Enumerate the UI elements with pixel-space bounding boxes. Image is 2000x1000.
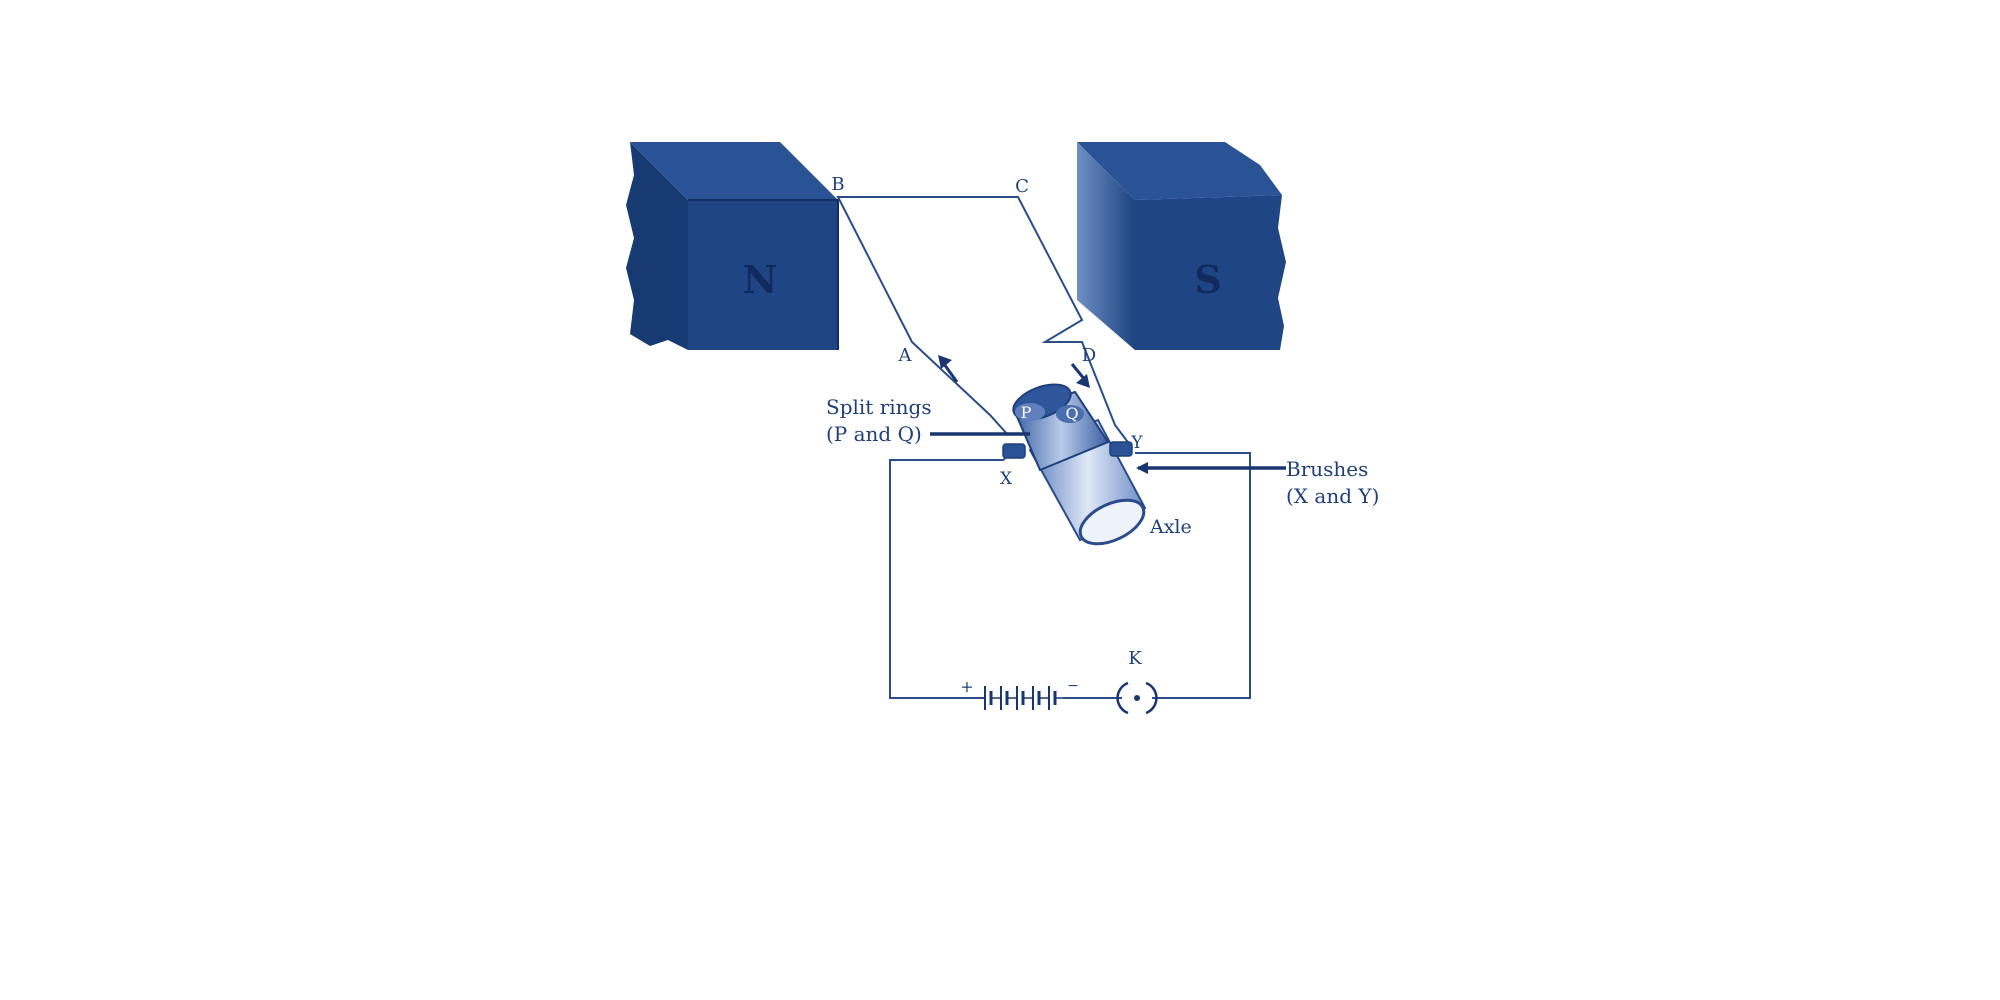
- external-circuit: [889, 452, 1251, 699]
- axle-label: Axle: [1149, 516, 1192, 538]
- south-pole-label: S: [1194, 257, 1221, 302]
- key-switch-icon: K: [1116, 648, 1158, 715]
- coil-label-a: A: [898, 345, 913, 366]
- battery-icon: + −: [960, 677, 1079, 710]
- brushes-pointer: [1136, 462, 1286, 474]
- split-rings-label: Split rings: [826, 395, 932, 419]
- brush-label-y: Y: [1130, 433, 1143, 453]
- split-rings-sublabel: (P and Q): [826, 422, 922, 446]
- battery-minus-label: −: [1067, 678, 1079, 694]
- brush-label-x: X: [1000, 469, 1013, 489]
- current-arrow-up-icon: [938, 355, 959, 383]
- current-arrow-down-icon: [1070, 363, 1090, 388]
- battery-plus-label: +: [960, 677, 973, 696]
- coil-label-b: B: [831, 174, 844, 195]
- ring-p-label: P: [1021, 403, 1032, 422]
- north-magnet: N: [626, 142, 839, 350]
- brushes-label: Brushes: [1286, 457, 1368, 481]
- south-magnet: S: [1077, 142, 1286, 350]
- key-label: K: [1128, 648, 1142, 669]
- coil: [836, 196, 1131, 446]
- coil-label-d: D: [1082, 345, 1096, 366]
- brush-x: [1002, 443, 1026, 459]
- ring-q-label: Q: [1065, 404, 1078, 423]
- north-pole-label: N: [743, 257, 778, 302]
- brushes-sublabel: (X and Y): [1286, 484, 1379, 508]
- split-rings: P Q: [1012, 383, 1110, 472]
- coil-label-c: C: [1015, 176, 1029, 197]
- brush-y: [1109, 441, 1133, 457]
